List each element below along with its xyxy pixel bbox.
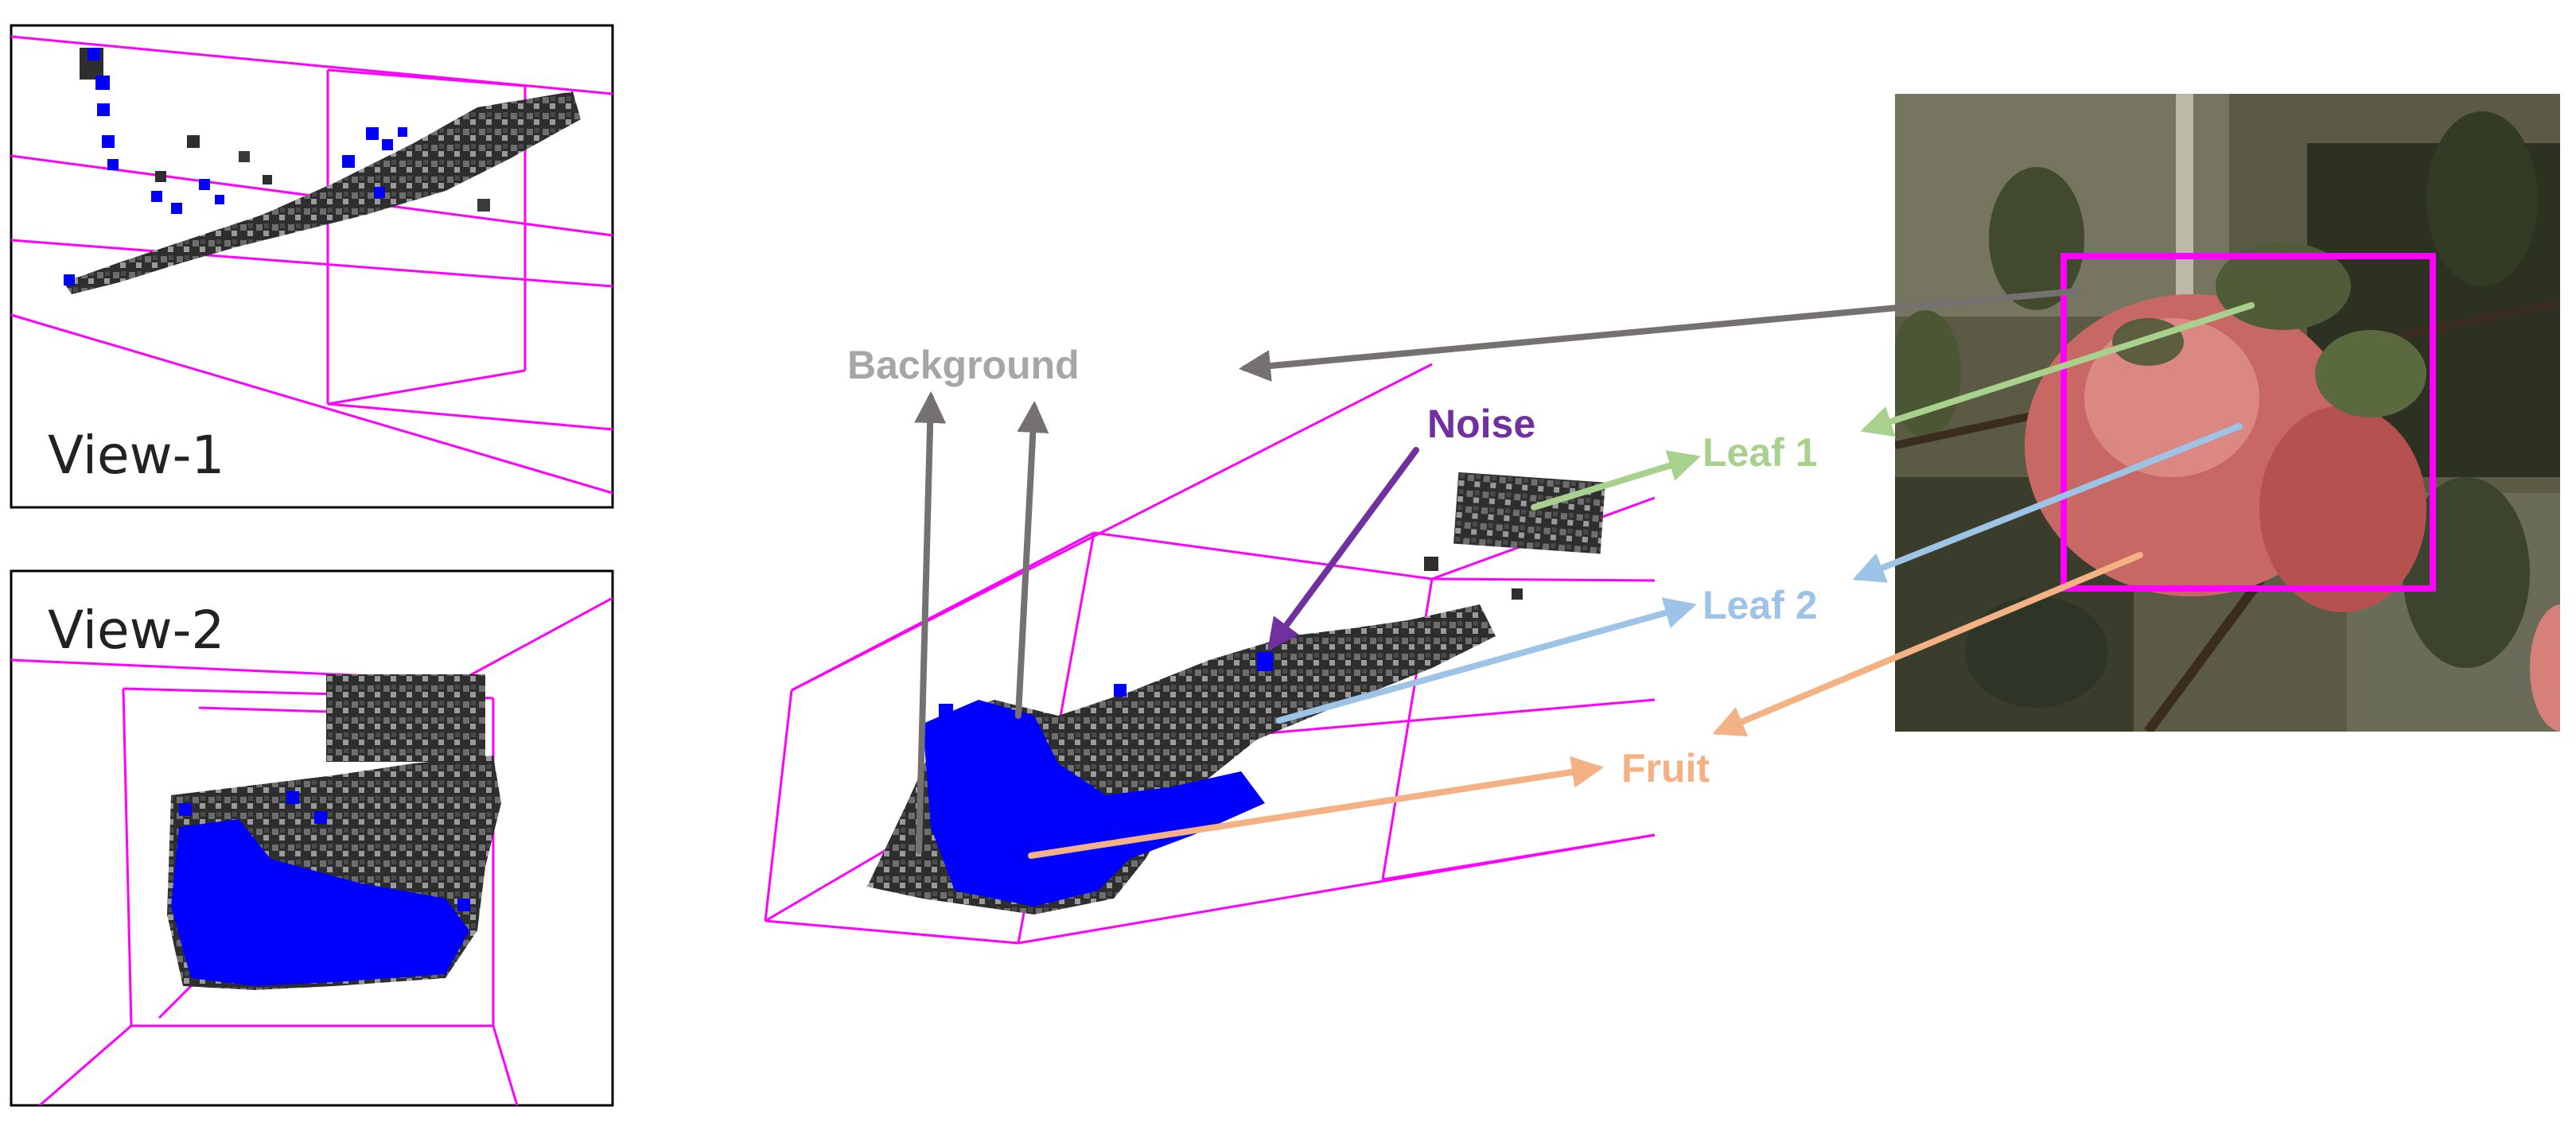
view-2-panel: View-2 bbox=[10, 569, 614, 1107]
view-2-plot: View-2 bbox=[11, 596, 613, 1105]
leaf2-label: Leaf 2 bbox=[1702, 583, 1818, 627]
leaf1-arrow-scene bbox=[1531, 450, 1701, 511]
view-1-panel: View-1 bbox=[10, 24, 614, 509]
view-2-segmented-points bbox=[171, 791, 470, 986]
background-arrow-left bbox=[914, 391, 947, 854]
background-arrow-photo bbox=[1239, 288, 2081, 382]
background-label: Background bbox=[847, 343, 1080, 387]
leaf1-label: Leaf 1 bbox=[1702, 430, 1818, 475]
source-photo bbox=[1895, 94, 2560, 732]
annotation-arrows bbox=[914, 288, 2255, 859]
annotation-labels: Background Noise Leaf 1 Leaf 2 Fruit bbox=[847, 343, 1818, 790]
leaf2-arrow-photo bbox=[1852, 423, 2243, 583]
leaf2-arrow-scene bbox=[1276, 597, 1697, 724]
noise-label: Noise bbox=[1427, 402, 1535, 446]
view-1-segmented-points bbox=[64, 48, 407, 285]
view-2-label: View-2 bbox=[48, 600, 224, 661]
main-scene bbox=[764, 363, 1656, 945]
fruit-label: Fruit bbox=[1621, 746, 1710, 790]
main-segmented-points bbox=[923, 652, 1273, 907]
photo-roi-box bbox=[2060, 253, 2436, 592]
fruit-arrow-scene bbox=[1028, 756, 1604, 859]
noise-arrow bbox=[1267, 447, 1419, 651]
view-1-plot: View-1 bbox=[11, 35, 613, 495]
background-arrow-right bbox=[1015, 401, 1049, 719]
leaf1-arrow-photo bbox=[1860, 302, 2255, 437]
view-1-label: View-1 bbox=[48, 425, 224, 486]
fruit-arrow-photo bbox=[1712, 552, 2143, 737]
